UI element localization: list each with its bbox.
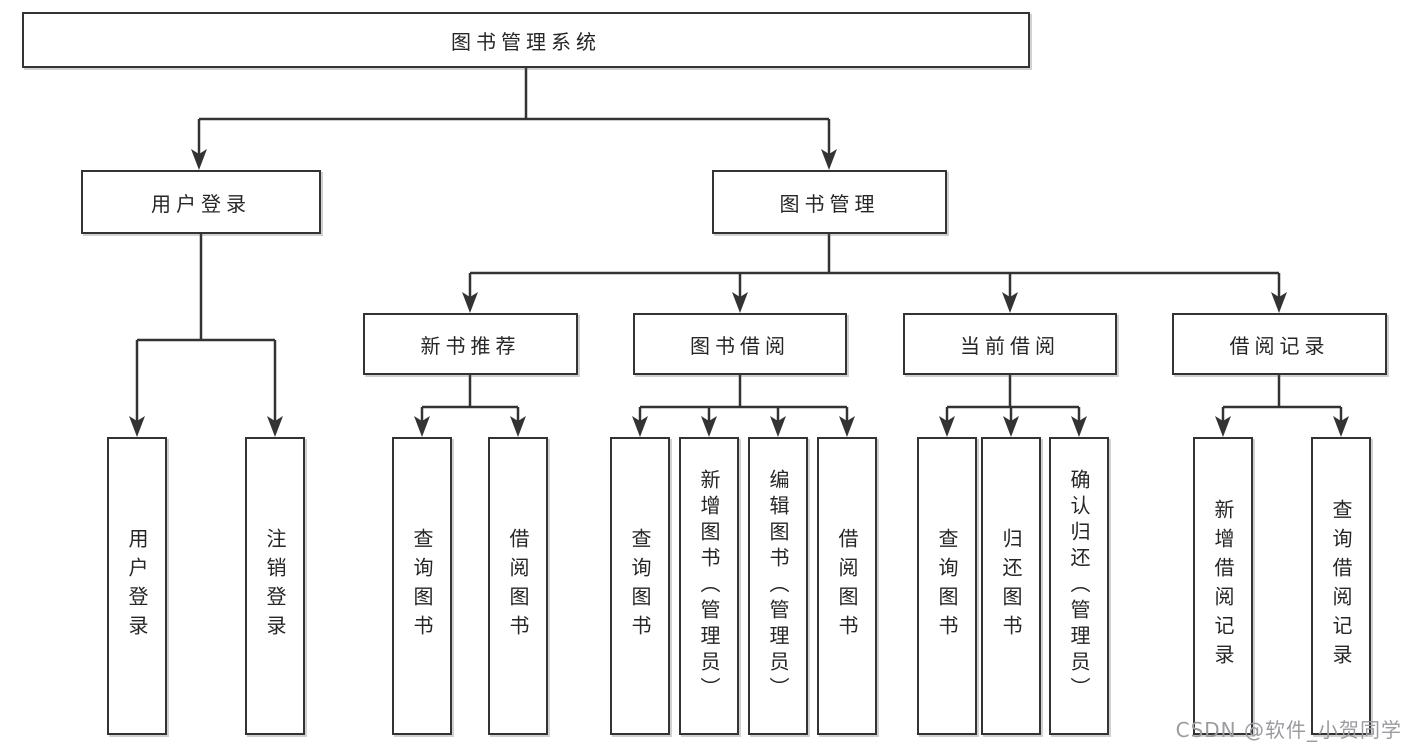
- leaf-query-books-current: 查询图书: [917, 437, 977, 735]
- node-book-management: 图书管理: [712, 170, 947, 234]
- node-borrowing-records-label: 借阅记录: [1229, 333, 1330, 358]
- node-current-borrowing-label: 当前借阅: [960, 333, 1060, 358]
- leaf-borrow-books-recommend-label: 借阅图书: [506, 528, 530, 644]
- leaf-edit-book-admin-label: 编辑图书（管理员）: [766, 469, 790, 703]
- leaf-borrow-books-borrowing: 借阅图书: [817, 437, 877, 735]
- node-book-borrowing: 图书借阅: [633, 313, 847, 375]
- leaf-logout: 注销登录: [245, 437, 305, 735]
- node-current-borrowing: 当前借阅: [903, 313, 1117, 375]
- leaf-user-login: 用户登录: [107, 437, 167, 735]
- leaf-query-books-borrowing-label: 查询图书: [628, 528, 652, 644]
- leaf-return-book-label: 归还图书: [999, 528, 1023, 644]
- leaf-query-borrow-record-label: 查询借阅记录: [1329, 499, 1353, 673]
- leaf-query-books-recommend-label: 查询图书: [410, 528, 434, 644]
- leaf-return-book: 归还图书: [981, 437, 1041, 735]
- node-root-label: 图书管理系统: [451, 29, 601, 54]
- leaf-borrow-books-recommend: 借阅图书: [488, 437, 548, 735]
- node-borrowing-records: 借阅记录: [1172, 313, 1387, 375]
- node-new-book-recommend: 新书推荐: [363, 313, 578, 375]
- leaf-add-borrow-record: 新增借阅记录: [1193, 437, 1253, 735]
- node-user-login: 用户登录: [81, 170, 321, 234]
- watermark: CSDN @软件_小贺同学: [1175, 718, 1402, 742]
- node-new-book-recommend-label: 新书推荐: [420, 333, 521, 358]
- arrowheads: [129, 149, 1349, 437]
- leaf-add-book-admin-label: 新增图书（管理员）: [697, 469, 721, 703]
- leaf-query-books-current-label: 查询图书: [935, 528, 959, 644]
- node-book-borrowing-label: 图书借阅: [690, 333, 790, 358]
- leaf-query-books-borrowing: 查询图书: [610, 437, 670, 735]
- node-book-management-label: 图书管理: [779, 191, 880, 216]
- leaf-query-borrow-record: 查询借阅记录: [1311, 437, 1371, 735]
- leaf-add-book-admin: 新增图书（管理员）: [679, 437, 739, 735]
- node-root: 图书管理系统: [22, 12, 1030, 68]
- node-user-login-label: 用户登录: [151, 191, 251, 216]
- leaf-query-books-recommend: 查询图书: [392, 437, 452, 735]
- leaf-add-borrow-record-label: 新增借阅记录: [1211, 499, 1235, 673]
- leaf-edit-book-admin: 编辑图书（管理员）: [748, 437, 808, 735]
- leaf-user-login-label: 用户登录: [125, 528, 149, 644]
- leaf-logout-label: 注销登录: [263, 528, 287, 644]
- tree-edges: [135, 68, 1343, 421]
- leaf-borrow-books-borrowing-label: 借阅图书: [835, 528, 859, 644]
- leaf-confirm-return-admin: 确认归还（管理员）: [1049, 437, 1109, 735]
- leaf-confirm-return-admin-label: 确认归还（管理员）: [1067, 469, 1091, 703]
